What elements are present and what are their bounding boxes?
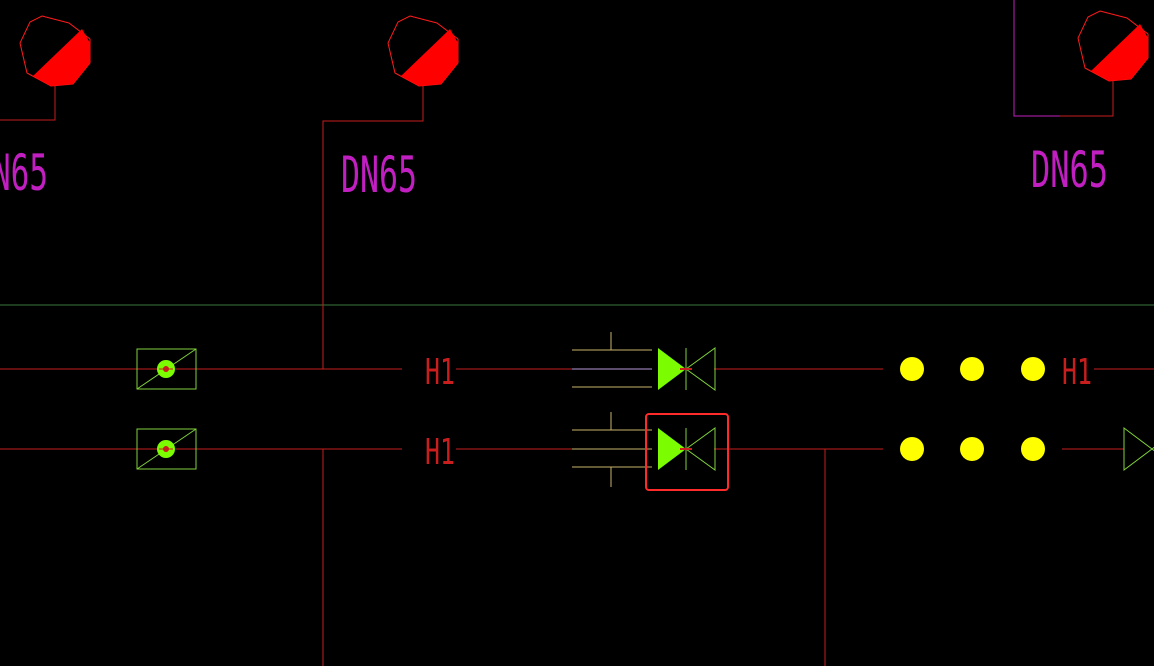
selection-box (645, 413, 729, 491)
flow-switch-icon[interactable] (136, 428, 197, 470)
main-pipes (0, 368, 1154, 450)
line-label-upper-left: H1 (425, 352, 455, 393)
hydrant-2-riser (322, 86, 424, 369)
flange-upper (572, 332, 652, 388)
pipe-size-label-3: DN65 (1031, 141, 1108, 199)
continuation-dots-lower (900, 437, 1045, 461)
pipe-size-label-1: N65 (0, 144, 48, 202)
gate-valve-upper[interactable] (658, 347, 716, 391)
hydrant-3-leader (1060, 81, 1114, 117)
flange-lower (572, 412, 652, 487)
gate-valve-lower[interactable] (658, 427, 716, 471)
pipe-size-label-2: DN65 (341, 146, 417, 204)
fire-hydrant-icon[interactable] (387, 15, 459, 87)
continuation-dots-upper (900, 357, 1045, 381)
fire-hydrant-icon[interactable] (19, 15, 91, 87)
line-label-lower-left: H1 (425, 432, 455, 473)
gate-valve-partial[interactable] (1123, 427, 1154, 471)
line-label-upper-right: H1 (1062, 352, 1092, 393)
riser-pipes (0, 81, 1114, 666)
hydrant-1-leader (0, 86, 56, 121)
hydrant-3-frame (1013, 0, 1060, 117)
fire-hydrant-icon[interactable] (1077, 10, 1149, 82)
flow-switch-icon[interactable] (136, 348, 197, 390)
